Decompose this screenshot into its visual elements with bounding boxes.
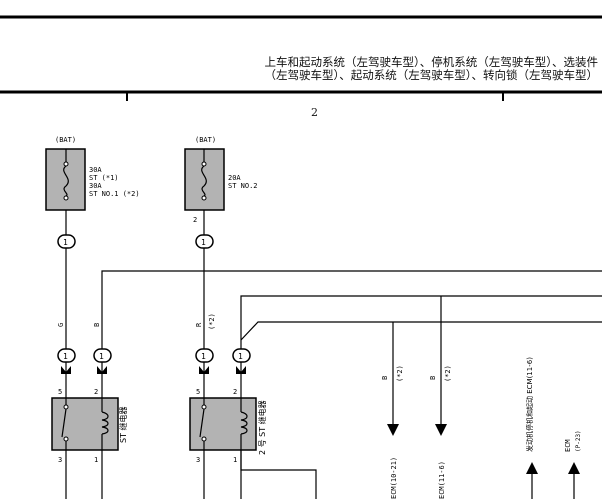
- wire-color-r-note: (*2): [208, 313, 216, 330]
- fuse1-label-4: ST NO.1 (*2): [89, 190, 140, 198]
- wire-note-ecm-a: (*2): [396, 365, 404, 382]
- relay2-switch: [199, 408, 205, 438]
- relay2-pin-2: 2: [233, 388, 237, 396]
- connector-4-label: 1: [99, 352, 104, 361]
- relay2-name: 2 号 ST 继电器: [257, 400, 267, 455]
- terminal-arrow-2: [97, 366, 107, 374]
- wire-relay2-out: [240, 450, 317, 499]
- signal-ecm-ref: ECM: [564, 439, 572, 452]
- signal-ecm-a: ECM(10-21): [390, 457, 398, 499]
- fuse2-label-2: ST NO.2: [228, 182, 258, 190]
- wire-bus-3: [240, 321, 602, 341]
- connector-3-label: 1: [63, 352, 68, 361]
- connector-5: [195, 348, 214, 363]
- fuse1-element: [63, 165, 69, 197]
- relay1-switch: [61, 408, 67, 438]
- relay1-coil: [101, 411, 109, 435]
- fuse2-source-label: (BAT): [195, 136, 216, 144]
- fuse1-label-3: 30A: [89, 182, 102, 190]
- fuse1-label-2: ST (*1): [89, 174, 119, 182]
- fuse1-label-1: 30A: [89, 166, 102, 174]
- relay2-pin-3: 3: [196, 456, 200, 464]
- connector-4: [93, 348, 112, 363]
- wire-color-ecm-b: B: [429, 376, 437, 380]
- fuse2-element: [201, 165, 207, 197]
- terminal-arrow-3: [199, 366, 209, 374]
- wire-note-ecm-b: (*2): [444, 365, 452, 382]
- signal-ecm-b: ECM(11-6): [438, 461, 446, 499]
- relay2-coil: [240, 411, 248, 435]
- wire-color-b: B: [93, 323, 101, 327]
- diagram-title-line-1: 上车和起动系统（左驾驶车型）、停机系统（左驾驶车型）、选装件: [264, 55, 599, 69]
- wire-bus-2: [240, 295, 602, 499]
- relay1-name: ST 继电器: [118, 406, 128, 443]
- wire-color-ecm-a: B: [381, 376, 389, 380]
- connector-2-label: 1: [201, 238, 206, 247]
- relay1-pin-3: 3: [58, 456, 62, 464]
- fuse2-pin-label: 2: [193, 216, 197, 224]
- relay1-pin-2: 2: [94, 388, 98, 396]
- arrow-ecm-ref: [568, 462, 580, 474]
- signal-starter-ref: 发动机停机和起动 ECM(11-6): [525, 357, 534, 452]
- relay2-pin-1: 1: [233, 456, 237, 464]
- relay1-pin-5: 5: [58, 388, 62, 396]
- page-number: 2: [311, 106, 318, 119]
- arrow-ecm-a: [387, 424, 399, 436]
- connector-6-label: 1: [238, 352, 243, 361]
- wire-color-r: R: [195, 322, 203, 327]
- wire-color-g: G: [57, 323, 65, 327]
- relay2-pin-5: 5: [196, 388, 200, 396]
- connector-5-label: 1: [201, 352, 206, 361]
- terminal-arrow-4: [236, 366, 246, 374]
- fuse2-label-1: 20A: [228, 174, 241, 182]
- connector-1: [57, 234, 76, 249]
- connector-3: [57, 348, 76, 363]
- connector-6: [232, 348, 251, 363]
- diagram-title-line-2: （左驾驶车型）、起动系统（左驾驶车型）、转向锁（左驾驶车型）: [264, 68, 599, 82]
- fuse1-source-label: (BAT): [55, 136, 76, 144]
- relay2-box: [189, 397, 257, 451]
- connector-2: [195, 234, 214, 249]
- connector-1-label: 1: [63, 238, 68, 247]
- arrow-ecm-b: [435, 424, 447, 436]
- terminal-arrow-1: [61, 366, 71, 374]
- relay1-pin-1: 1: [94, 456, 98, 464]
- arrow-starter-ref: [526, 462, 538, 474]
- signal-ecm-ref-sub: (P-23): [575, 430, 582, 452]
- relay1-box: [51, 397, 119, 451]
